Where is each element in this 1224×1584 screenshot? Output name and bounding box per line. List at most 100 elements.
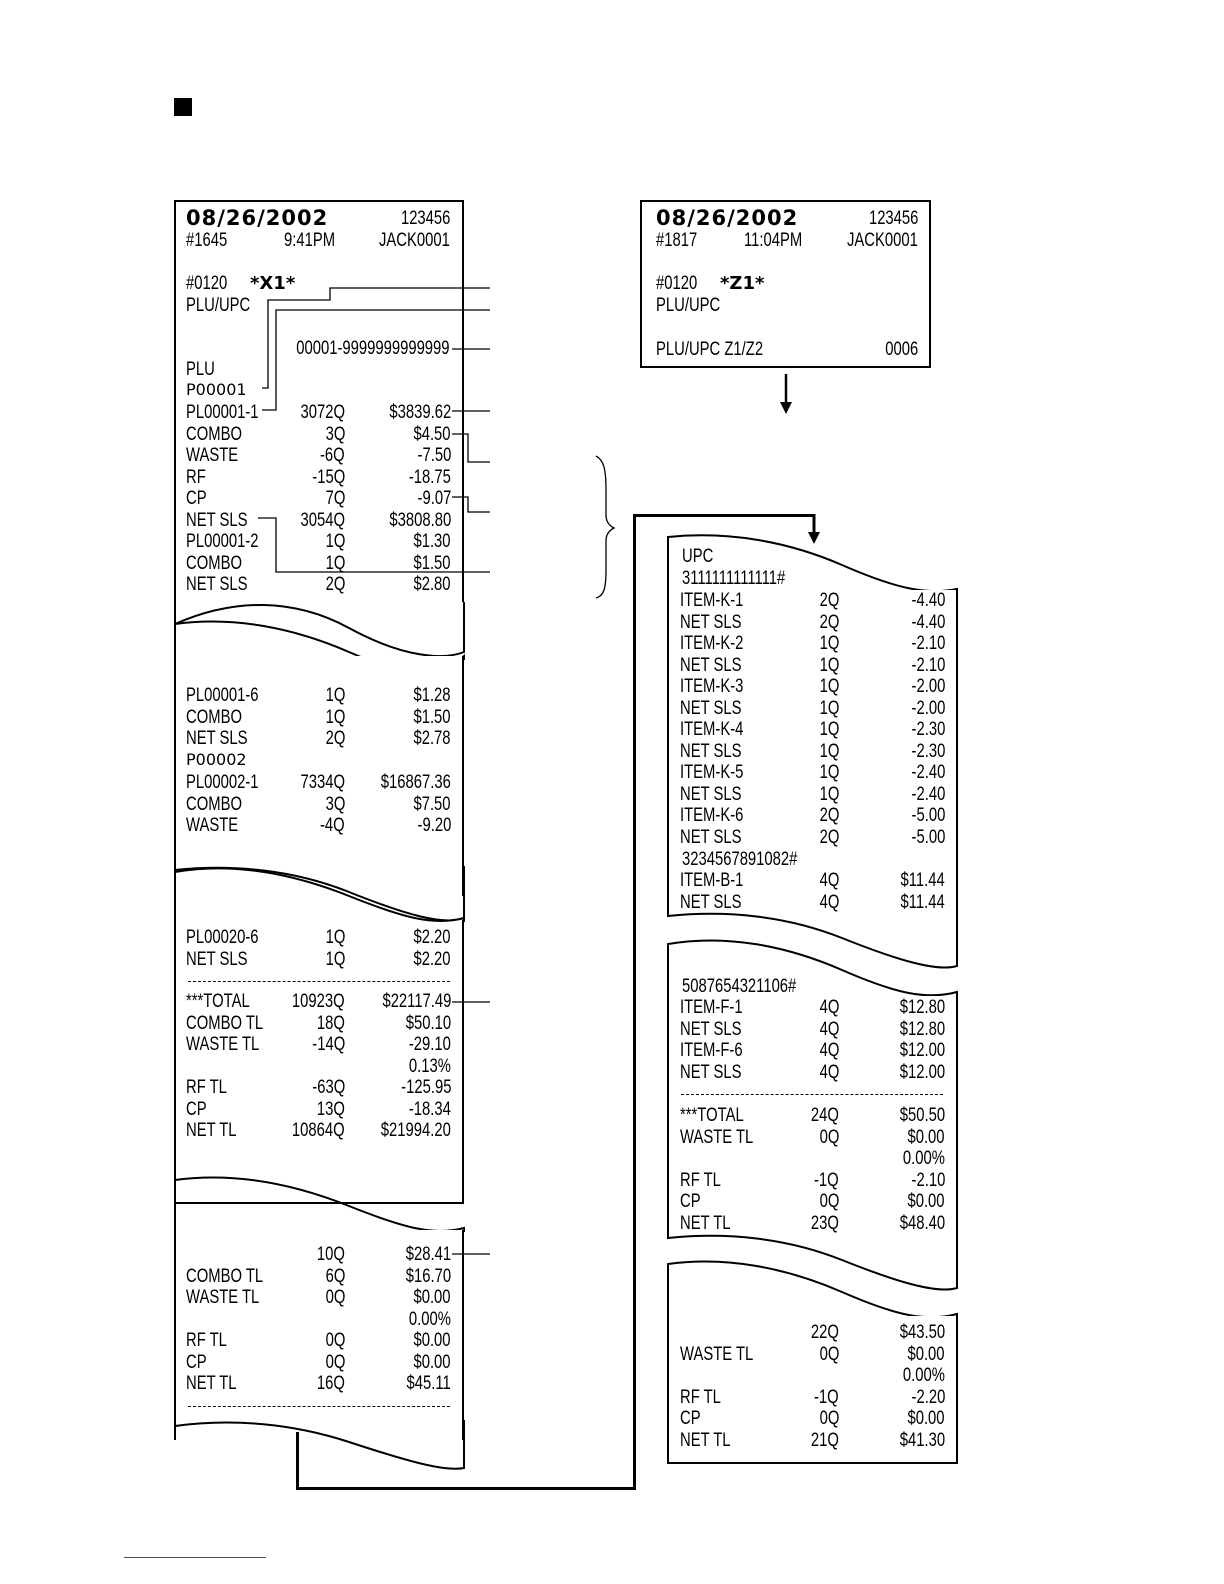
row-amount: $0.00 [413,1351,451,1373]
z1-report-title: PLU/UPC [656,295,721,316]
row-label: COMBO [186,552,242,574]
row-quantity: 4Q [819,870,839,891]
row-amount: -29.10 [408,1034,451,1055]
row-quantity: 1Q [325,531,345,552]
row-label: NET TL [680,1212,731,1234]
row-amount: $28.41 [405,1244,451,1265]
row-quantity: 1Q [325,948,345,970]
row-quantity: 1Q [819,676,839,697]
row-amount: -2.40 [911,783,945,805]
row-amount: $12.80 [899,997,945,1018]
tear-edge-upc-2-top [667,939,958,998]
row-label: WASTE [186,445,239,466]
receipt-row: RF TL-63Q-125.95 [0,1077,1224,1099]
z1-consec-no: #1817 [656,230,698,251]
row-label: RF TL [186,1330,227,1351]
row-quantity: -14Q [312,1034,345,1055]
upc-receipt-segment-1 [667,590,958,915]
receipt-row: WASTE-6Q-7.50 [0,445,1224,467]
row-amount: -9.07 [417,488,451,509]
row-quantity: 0Q [819,1343,839,1365]
z1-date: 08/26/2002 [656,206,799,230]
row-quantity: 0Q [325,1330,345,1351]
row-label: NET SLS [680,891,742,913]
row-label: ITEM-F-1 [680,997,743,1018]
row-label: NET TL [186,1373,237,1394]
row-amount: 0.00% [902,1365,945,1386]
row-amount: $48.40 [899,1212,945,1234]
flow-connector-vertical-right [633,514,636,1490]
row-label: PL00001-1 [186,402,259,423]
x1-divider-2 [188,1406,450,1407]
row-amount: $0.00 [413,1287,451,1308]
row-quantity: -15Q [312,466,345,488]
z1-clerk: JACK0001 [847,230,918,251]
row-quantity: 13Q [316,1098,345,1120]
row-amount: $3839.62 [389,402,451,423]
row-amount: $22117.49 [382,991,451,1012]
x1-machine-no: 123456 [400,208,450,229]
row-label: RF [186,466,206,488]
receipt-row: WASTE-4Q-9.20 [0,815,1224,837]
x1-receipt-segment-4 [174,1230,464,1440]
z1-report-mode: *Z1* [720,273,765,294]
row-label: NET SLS [680,1061,742,1083]
row-quantity: 1Q [819,762,839,783]
row-label: NET SLS [186,574,248,595]
receipt-row: 0.13% [0,1056,1224,1078]
row-amount: $2.78 [413,728,451,749]
row-quantity: -6Q [320,445,345,466]
upc-receipt-segment-3 [667,1316,958,1464]
row-quantity: 0Q [325,1287,345,1308]
row-quantity: 2Q [819,826,839,848]
tear-edge-upc-3-top [667,1260,958,1320]
row-amount: -125.95 [400,1077,451,1098]
upc-divider [681,1094,943,1095]
flow-connector-top [633,514,815,517]
row-quantity: 1Q [819,654,839,676]
row-label: COMBO [186,423,242,445]
row-quantity: 3054Q [300,509,345,531]
tear-edge-upc-1-bottom [667,912,958,969]
x1-clerk: JACK0001 [379,230,450,251]
row-amount: -2.10 [911,654,945,676]
x1-receipt-segment-2 [174,656,464,896]
row-amount: -18.75 [408,466,451,488]
row-amount: -2.30 [911,740,945,762]
row-quantity: 1Q [819,719,839,740]
row-label: NET SLS [680,826,742,848]
row-label: COMBO [186,793,242,815]
row-amount: $12.00 [899,1061,945,1083]
row-label: CP [680,1191,701,1212]
row-amount: $1.50 [413,552,451,574]
x1-dept-p00001: P00001 [186,380,247,399]
row-quantity: 4Q [819,1040,839,1061]
row-quantity: 4Q [819,1061,839,1083]
row-quantity: 0Q [819,1408,839,1429]
row-amount: -4.40 [911,590,945,611]
section-bullet-square [174,98,192,116]
row-amount: -5.00 [911,826,945,848]
row-label: ITEM-K-2 [680,633,744,654]
row-label: NET SLS [680,654,742,676]
